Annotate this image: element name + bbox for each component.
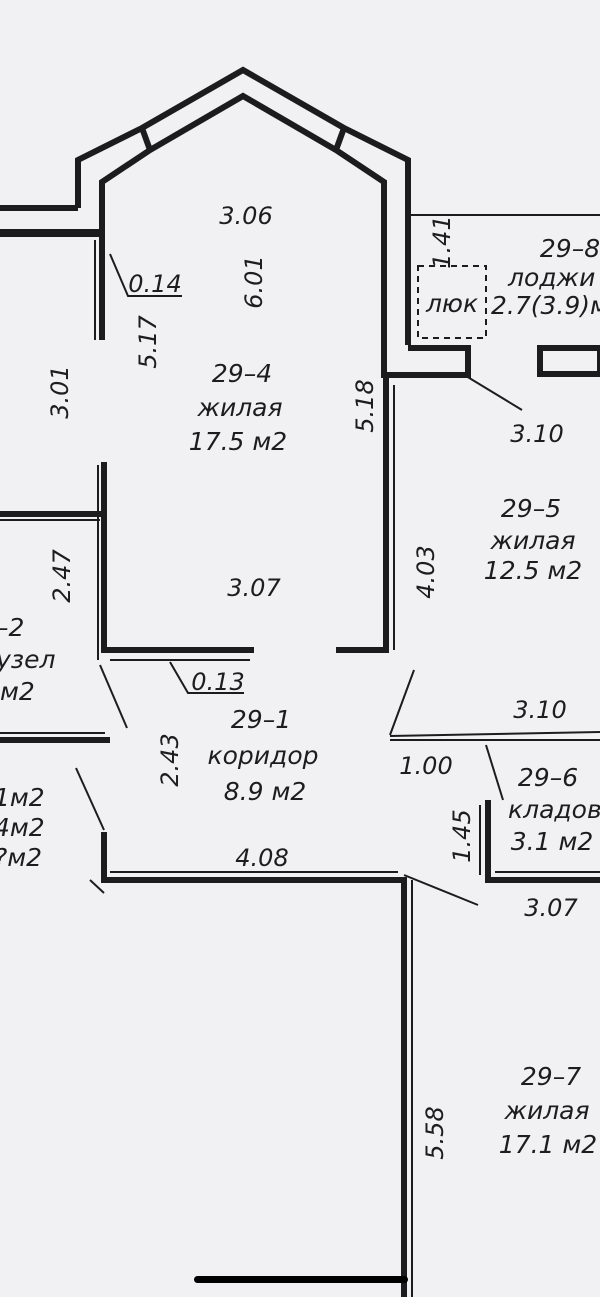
dim-1-45: 1.45 bbox=[448, 809, 476, 862]
left-area-1: 1м2 bbox=[0, 783, 45, 812]
wall-corridor-bottom bbox=[101, 832, 407, 1297]
dim-1-41: 1.41 bbox=[428, 215, 456, 268]
dim-3-06: 3.06 bbox=[219, 202, 272, 230]
room-type-29-7: жилая bbox=[503, 1096, 589, 1125]
dim-4-08: 4.08 bbox=[235, 844, 288, 872]
room-type-29-8: лоджи bbox=[507, 263, 595, 292]
dim-3-01: 3.01 bbox=[46, 365, 74, 418]
window-mark bbox=[333, 126, 347, 152]
home-indicator[interactable] bbox=[194, 1276, 408, 1283]
door-swing bbox=[89, 879, 105, 894]
dim-5-18: 5.18 bbox=[351, 379, 379, 432]
wall-storage bbox=[485, 800, 600, 883]
door-swing bbox=[389, 669, 415, 736]
room-code-29-8: 29–8 bbox=[540, 234, 600, 263]
loggia-element bbox=[537, 345, 600, 377]
door-swing bbox=[99, 664, 128, 729]
leader-3-10 bbox=[465, 375, 523, 411]
thin-lines bbox=[0, 214, 600, 1297]
hatch-label: люк bbox=[425, 289, 478, 318]
dim-0-13: 0.13 bbox=[191, 668, 244, 696]
room-code-29-5: 29–5 bbox=[501, 494, 561, 523]
leader-0-14 bbox=[109, 253, 182, 297]
hatch-outline bbox=[417, 265, 487, 339]
door-swing bbox=[403, 874, 479, 906]
room-area-29-4: 17.5 м2 bbox=[189, 427, 287, 456]
room-code-29-4: 29–4 bbox=[212, 359, 272, 388]
room-code-29-7: 29–7 bbox=[521, 1062, 581, 1091]
room-code-29-2: –2 bbox=[0, 613, 24, 642]
room-area-29-2: м2 bbox=[0, 677, 35, 706]
room-area-29-1: 8.9 м2 bbox=[224, 777, 306, 806]
left-area-2: 4м2 bbox=[0, 813, 45, 842]
exterior-wall-top-left bbox=[0, 205, 102, 235]
dim-3-10-lower: 3.10 bbox=[513, 696, 566, 724]
room-area-29-6: 3.1 м2 bbox=[511, 827, 593, 856]
dim-2-47: 2.47 bbox=[48, 549, 76, 603]
room-labels: 29–4 жилая 17.5 м2 29–5 жилая 12.5 м2 29… bbox=[0, 234, 600, 1159]
dimension-labels: 3.06 6.01 0.14 5.17 3.01 5.18 1.41 3.10 … bbox=[46, 202, 578, 1160]
dim-1-00: 1.00 bbox=[399, 752, 452, 780]
room-type-29-4: жилая bbox=[196, 393, 282, 422]
room-type-29-6: кладов bbox=[508, 795, 600, 824]
dim-4-03: 4.03 bbox=[412, 545, 440, 598]
room-type-29-1: коридор bbox=[208, 741, 319, 770]
partition-29-4-29-5 bbox=[381, 345, 471, 378]
room-code-29-6: 29–6 bbox=[518, 763, 578, 792]
window-mark bbox=[139, 126, 153, 152]
bay-outer-wall bbox=[75, 66, 411, 345]
door-swing bbox=[485, 744, 504, 801]
room-code-29-1: 29–1 bbox=[231, 705, 291, 734]
walls bbox=[0, 66, 600, 1297]
dim-5-17: 5.17 bbox=[134, 315, 162, 369]
room-area-29-7: 17.1 м2 bbox=[499, 1130, 597, 1159]
room-area-29-5: 12.5 м2 bbox=[484, 556, 582, 585]
room-type-29-2: узел bbox=[0, 645, 55, 674]
dim-3-07-lower: 3.07 bbox=[524, 894, 578, 922]
bay-inner-wall bbox=[99, 92, 387, 345]
wall-29-4-left bbox=[101, 462, 254, 653]
dim-3-10-upper: 3.10 bbox=[510, 420, 563, 448]
dim-5-58: 5.58 bbox=[421, 1106, 449, 1159]
dim-0-14: 0.14 bbox=[128, 270, 181, 298]
room-area-29-8: 2.7(3.9)м bbox=[491, 291, 600, 320]
left-area-3: ?м2 bbox=[0, 843, 42, 872]
door-swing bbox=[75, 767, 105, 831]
partition-right bbox=[336, 375, 389, 653]
leader-0-13 bbox=[169, 661, 244, 694]
dim-6-01: 6.01 bbox=[240, 255, 268, 308]
wall-line bbox=[389, 731, 600, 737]
dim-3-07-upper: 3.07 bbox=[227, 574, 281, 602]
dim-2-43: 2.43 bbox=[156, 733, 184, 786]
room-type-29-5: жилая bbox=[489, 526, 575, 555]
